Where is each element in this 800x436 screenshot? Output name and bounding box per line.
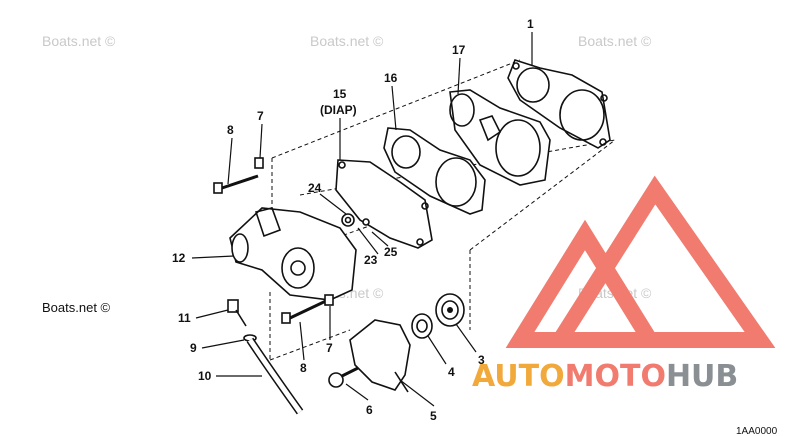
part-24-washer (341, 213, 355, 227)
brand-part-auto: AUTO (472, 359, 565, 394)
part-5-cover (349, 319, 411, 393)
callout-23: 23 (364, 253, 378, 267)
callout-11: 11 (178, 311, 191, 325)
brand-logo-text: AUTOMOTOHUB (472, 359, 738, 394)
part-1-gasket (507, 59, 611, 149)
callout-3: 3 (478, 353, 485, 367)
part-6-screw (328, 366, 359, 388)
watermark-dark: Boats.net © (42, 300, 111, 315)
watermark: Boats.net © (310, 33, 384, 49)
callout-25: 25 (384, 245, 398, 259)
part-16-gasket (383, 127, 486, 215)
callout-1: 1 (527, 17, 534, 31)
diaphragm-label: (DIAP) (320, 103, 357, 117)
callout-4: 4 (448, 365, 455, 379)
callout-6: 6 (366, 403, 373, 417)
watermark: Boats.net © (42, 33, 116, 49)
callout-8: 8 (227, 123, 234, 137)
part-7-lower-nut (324, 294, 334, 306)
callout-8-lower: 8 (300, 361, 307, 375)
part-3-valve (435, 293, 465, 327)
part-17-cover (449, 89, 551, 186)
callout-12: 12 (172, 251, 186, 265)
part-7-nut (254, 157, 264, 169)
leader-lines (191, 32, 533, 407)
brand-part-moto: MOTO (565, 359, 666, 394)
callout-7: 7 (257, 109, 264, 123)
part-12-pump-body (229, 207, 357, 301)
brand-part-hub: HUB (666, 359, 738, 394)
callout-9: 9 (190, 341, 197, 355)
callout-24: 24 (308, 181, 322, 195)
callout-10: 10 (198, 369, 212, 383)
part-8-bolt (213, 174, 259, 194)
callout-17: 17 (452, 43, 466, 57)
part-8-lower-bolt (281, 298, 329, 324)
part-4-seal (411, 313, 433, 339)
corner-code: 1AA0000 (736, 426, 778, 436)
part-10-hose (246, 337, 304, 415)
part-15-diaphragm (335, 159, 433, 249)
watermark: Boats.net © (578, 33, 652, 49)
brand-logo-icon (505, 175, 776, 348)
part-11-fitting (227, 299, 247, 327)
callout-7-lower: 7 (326, 341, 333, 355)
assembly-guide-lines (269, 59, 616, 361)
callout-16: 16 (384, 71, 398, 85)
callout-5: 5 (430, 409, 437, 423)
part-25-nut (362, 218, 370, 226)
callout-15: 15 (333, 87, 347, 101)
